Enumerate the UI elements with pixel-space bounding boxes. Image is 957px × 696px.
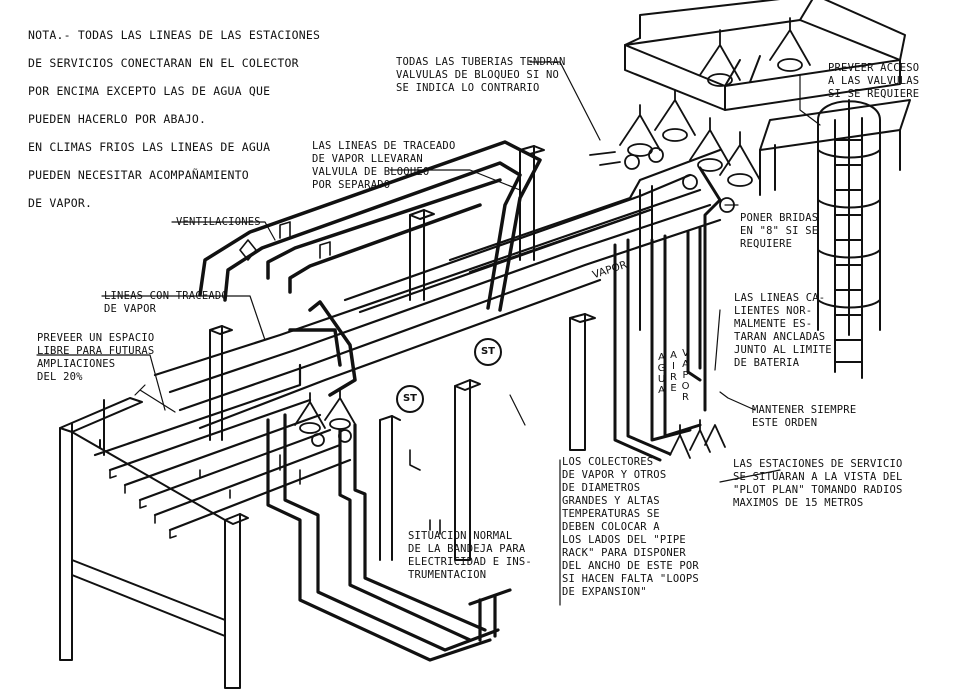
left-rack-frame: [59, 397, 249, 689]
note-preveer-acceso: PREVEER ACCESO A LAS VALVULAS SI SE REQU…: [828, 62, 920, 100]
right-risers: [613, 166, 722, 462]
label-agua-riser: AGUA: [656, 352, 667, 396]
general-note-line-4: PUEDEN HACERLO POR ABAJO.: [28, 112, 207, 126]
general-note-line-7: DE VAPOR.: [28, 196, 93, 210]
general-note-line-3: POR ENCIMA EXCEPTO LAS DE AGUA QUE: [28, 84, 271, 98]
note-bandeja: SITUACION NORMAL DE LA BANDEJA PARA ELEC…: [408, 530, 532, 581]
pipe-runs: [93, 148, 722, 532]
leader-lines: [36, 61, 821, 606]
diagram-drawing: [36, 0, 911, 689]
note-espacio-libre: PREVEER UN ESPACIO LIBRE PARA FUTURAS AM…: [37, 332, 155, 383]
note-estaciones: LAS ESTACIONES DE SERVICIO SE SITUARAN A…: [733, 458, 903, 509]
note-traceado: LAS LINEAS DE TRACEADO DE VAPOR LLEVARAN…: [312, 140, 456, 191]
general-note-line-1: NOTA.- TODAS LAS LINEAS DE LAS ESTACIONE…: [28, 28, 321, 42]
label-aire-riser: AIRE: [668, 350, 679, 394]
ladder-cage: [817, 99, 881, 379]
middle-rack-posts: [209, 313, 596, 561]
general-note: NOTA.- TODAS LAS LINEAS DE LAS ESTACIONE…: [28, 14, 320, 224]
branch-hooks: [109, 449, 441, 539]
steam-trap-bubble-1: ST: [474, 338, 502, 366]
note-bridas: PONER BRIDAS EN "8" SI SE REQUIERE: [740, 212, 819, 250]
note-tuberias: TODAS LAS TUBERIAS TENDRAN VALVULAS DE B…: [396, 56, 566, 94]
note-colectores: LOS COLECTORES DE VAPOR Y OTROS DE DIAME…: [562, 456, 699, 598]
note-lineas-calientes: LAS LINEAS CA- LIENTES NOR- MALMENTE ES-…: [734, 292, 832, 369]
service-drops: [266, 413, 512, 662]
note-ventilaciones: VENTILACIONES: [176, 216, 261, 228]
expansion-loops: [198, 140, 542, 397]
steam-trap-bubble-2: ST: [396, 385, 424, 413]
note-orden: MANTENER SIEMPRE ESTE ORDEN: [752, 404, 857, 429]
header-valves: [589, 17, 811, 213]
general-note-line-6: PUEDEN NECESITAR ACOMPAÑAMIENTO: [28, 168, 249, 182]
note-lineas-traceado: LINEAS CON TRACEADO DE VAPOR: [104, 290, 228, 315]
general-note-line-2: DE SERVICIOS CONECTARAN EN EL COLECTOR: [28, 56, 299, 70]
station-valves: [294, 388, 726, 459]
general-note-line-5: EN CLIMAS FRIOS LAS LINEAS DE AGUA: [28, 140, 271, 154]
label-vapor-riser: VAPOR: [680, 348, 691, 403]
vent-details: [239, 221, 331, 261]
